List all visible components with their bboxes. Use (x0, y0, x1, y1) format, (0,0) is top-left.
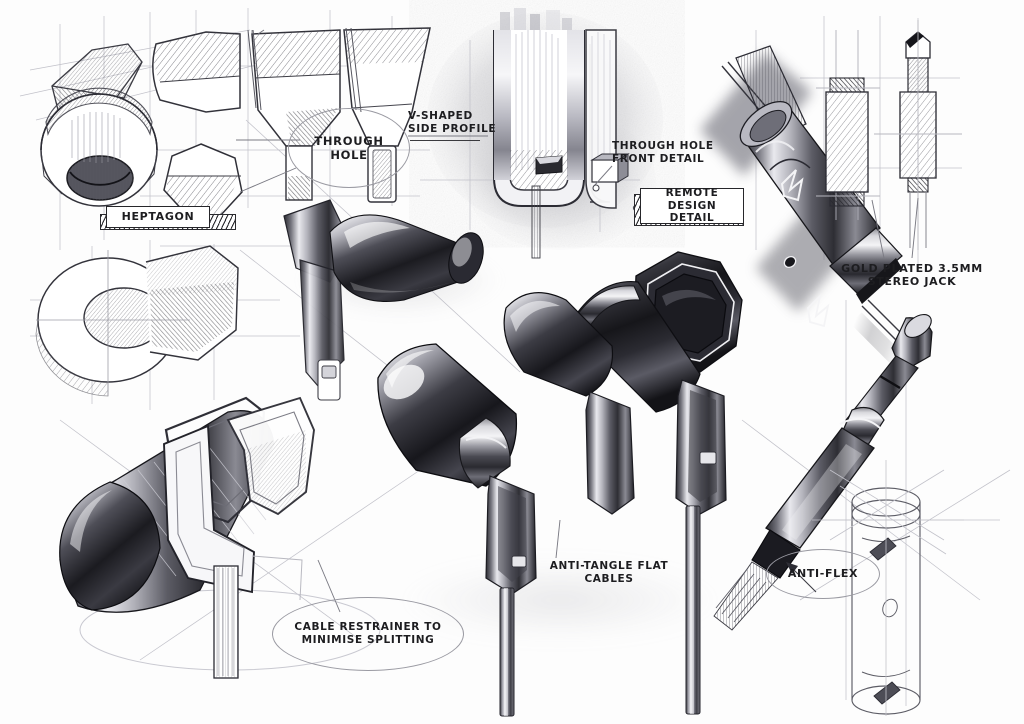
remote-orthographic (816, 30, 880, 220)
callout-through-hole-front-detail: THROUGH HOLE FRONT DETAIL (612, 140, 714, 165)
remote-cylinder-render (700, 45, 912, 374)
heptagonal-barrel-cutaway (40, 43, 158, 207)
callout-through-hole-label: THROUGH HOLE (314, 133, 384, 162)
callout-through-hole: THROUGH HOLE (288, 108, 410, 188)
callout-anti-tangle-flat-cables: ANTI-TANGLE FLAT CABLES (549, 560, 669, 585)
earbud-right (503, 251, 743, 715)
callout-anti-flex-label: ANTI-FLEX (787, 567, 859, 581)
callout-heptagon-label: HEPTAGON (121, 210, 195, 224)
jack-sleeve-wireframe (812, 460, 964, 716)
callout-heptagon: HEPTAGON (106, 206, 210, 228)
callout-gold-plated-stereo-jack: GOLD PLATED 3.5MM STEREO JACK (841, 262, 983, 289)
earbud-left (377, 343, 537, 717)
jack-plug-render (713, 314, 933, 631)
v-shaped-restrainer-render (493, 8, 630, 259)
through-hole-annulus (35, 245, 239, 397)
callout-v-shaped-side-profile: V-SHAPED SIDE PROFILE (408, 110, 497, 135)
jack-orthographic (874, 20, 962, 250)
earbud-side-orthographic (152, 31, 241, 113)
callout-remote-design-detail-label: REMOTE DESIGN DETAIL (665, 186, 719, 225)
cable-restrainer-render (59, 396, 381, 679)
earbud-pair-hero-render (377, 251, 743, 717)
v-shaped-underline (410, 140, 480, 142)
callout-remote-design-detail: REMOTE DESIGN DETAIL (640, 186, 744, 225)
callout-cable-restrainer: CABLE RESTRAINER TO MINIMISE SPLITTING (272, 597, 464, 671)
earbud-render-top-left (283, 199, 510, 401)
callout-cable-restrainer-label: CABLE RESTRAINER TO MINIMISE SPLITTING (294, 621, 442, 646)
callout-anti-flex: ANTI-FLEX (766, 549, 880, 599)
